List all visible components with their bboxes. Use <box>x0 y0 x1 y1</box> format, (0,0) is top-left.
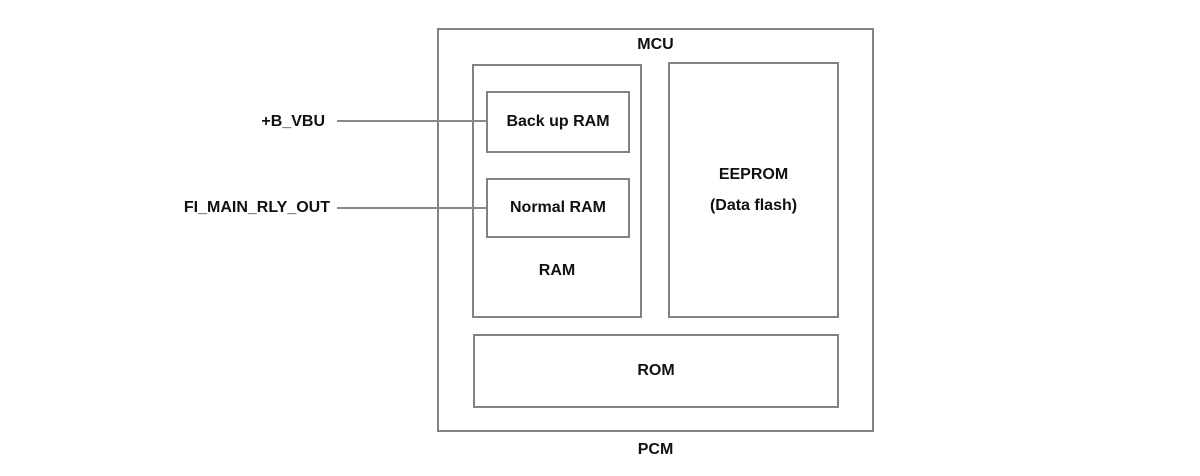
backup-ram-block: Back up RAM <box>486 91 630 153</box>
normal-ram-label: Normal RAM <box>509 199 606 216</box>
eeprom-block: EEPROM (Data flash) <box>668 62 839 318</box>
ram-group-label: RAM <box>538 262 576 279</box>
mcu-title: MCU <box>637 36 674 53</box>
rom-block: ROM <box>473 334 839 408</box>
normal-ram-block: Normal RAM <box>486 178 630 238</box>
backup-ram-label: Back up RAM <box>506 113 610 130</box>
pcm-caption: PCM <box>637 441 674 458</box>
signal-wire-b-vbu <box>337 120 487 122</box>
eeprom-label-line1: EEPROM <box>718 166 789 183</box>
eeprom-label-line2: (Data flash) <box>709 197 798 214</box>
signal-wire-fi-main-rly-out <box>337 207 487 209</box>
signal-label-b-vbu: +B_VBU <box>261 113 325 130</box>
rom-label: ROM <box>637 362 675 379</box>
signal-label-fi-main-rly-out: FI_MAIN_RLY_OUT <box>183 199 330 216</box>
